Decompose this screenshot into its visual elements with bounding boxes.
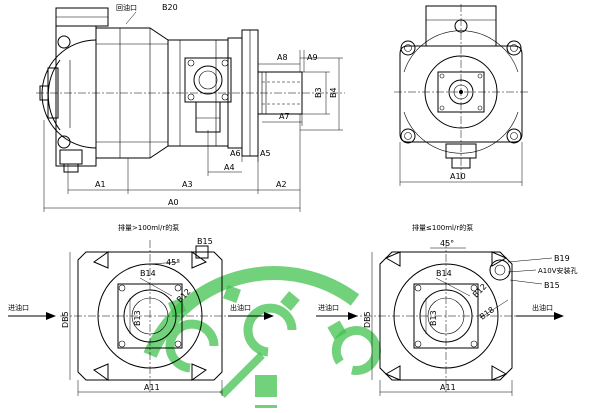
end-view: A10 xyxy=(394,4,528,186)
dim-b13-left: B13 xyxy=(133,310,142,326)
angle-right: 45° xyxy=(440,239,454,248)
dim-a4: A4 xyxy=(224,163,235,172)
title-left: 排量>100ml/r的泵 xyxy=(118,223,179,232)
dim-a5: A5 xyxy=(260,149,271,158)
dim-a10: A10 xyxy=(450,172,466,181)
title-right: 排量≤100ml/r的泵 xyxy=(412,223,473,232)
dim-a6: A6 xyxy=(230,149,241,158)
dim-b3: B3 xyxy=(314,87,323,98)
dim-b15-right: B15 xyxy=(544,281,560,290)
dim-a0: A0 xyxy=(168,198,179,207)
dim-a9: A9 xyxy=(307,53,318,62)
dim-b13-right: B13 xyxy=(429,310,438,326)
inlet-right-label: 进油口 xyxy=(318,303,339,312)
angle-left: 45° xyxy=(166,258,180,267)
dim-a2: A2 xyxy=(276,180,287,189)
side-view: 回油口 B20 B3 B4 A8 A9 A7 A6 A5 A4 xyxy=(36,3,345,212)
outlet-left-label: 出油口 xyxy=(230,303,251,312)
dim-db5-left: DB5 xyxy=(61,311,70,328)
dim-b19: B19 xyxy=(554,254,570,263)
dim-b4: B4 xyxy=(329,87,338,98)
dim-a1: A1 xyxy=(95,180,106,189)
dim-a8: A8 xyxy=(277,53,288,62)
dim-a11-left: A11 xyxy=(144,383,160,392)
dim-b20: B20 xyxy=(162,3,178,12)
dim-db5-right: DB5 xyxy=(363,311,372,328)
flange-view-left: 排量>100ml/r的泵 B15 45° B14 B12 B13 DB5 A11… xyxy=(8,223,274,396)
dim-a7: A7 xyxy=(279,112,290,121)
watermark-logo xyxy=(143,266,381,411)
outlet-right-label: 出油口 xyxy=(532,303,553,312)
inlet-left-label: 进油口 xyxy=(8,303,29,312)
dim-b14-right: B14 xyxy=(436,269,452,278)
dim-b18-right: B18 xyxy=(478,305,496,321)
dim-a3: A3 xyxy=(182,180,193,189)
a10v-mount-hole-label: A10V安装孔 xyxy=(538,266,577,275)
dim-a11-right: A11 xyxy=(440,383,456,392)
return-port-label: 回油口 xyxy=(116,3,137,12)
dim-b15-left: B15 xyxy=(197,237,213,246)
dim-b12-right: B12 xyxy=(471,282,488,299)
dim-b14-left: B14 xyxy=(140,269,156,278)
